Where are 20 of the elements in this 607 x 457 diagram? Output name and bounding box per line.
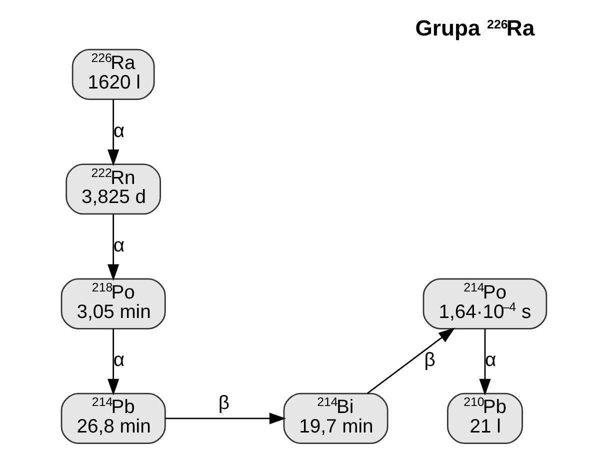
- node-box: $^{218}$Po 3,05 min: [60, 278, 166, 330]
- node-box: $^{214}$Bi 19,7 min: [282, 392, 388, 444]
- arrow: [107, 214, 119, 281]
- edge-label: β: [424, 349, 435, 372]
- node-box: $^{210}$Pb 21 l: [446, 392, 522, 444]
- arrow: [478, 328, 490, 396]
- node-box: $^{214}$Po 1,64·10$^{–4}$ s: [422, 278, 547, 330]
- arrow: [107, 328, 119, 396]
- node-box: $^{222}$Rn 3,825 d: [65, 164, 160, 215]
- edge-label: α: [112, 120, 124, 142]
- edge-label: α: [112, 349, 124, 372]
- arrow: [165, 412, 286, 424]
- arrow: [366, 328, 455, 394]
- node-box: $^{226}$Ra 1620 l: [71, 48, 154, 100]
- edge-label: α: [112, 234, 124, 257]
- edge-label: β: [218, 392, 229, 414]
- arrow: [107, 100, 119, 166]
- diagram-title: Grupa $^{226}$Ra: [414, 15, 534, 40]
- node-box: $^{214}$Pb 26,8 min: [60, 392, 166, 444]
- edge-label: α: [484, 349, 496, 372]
